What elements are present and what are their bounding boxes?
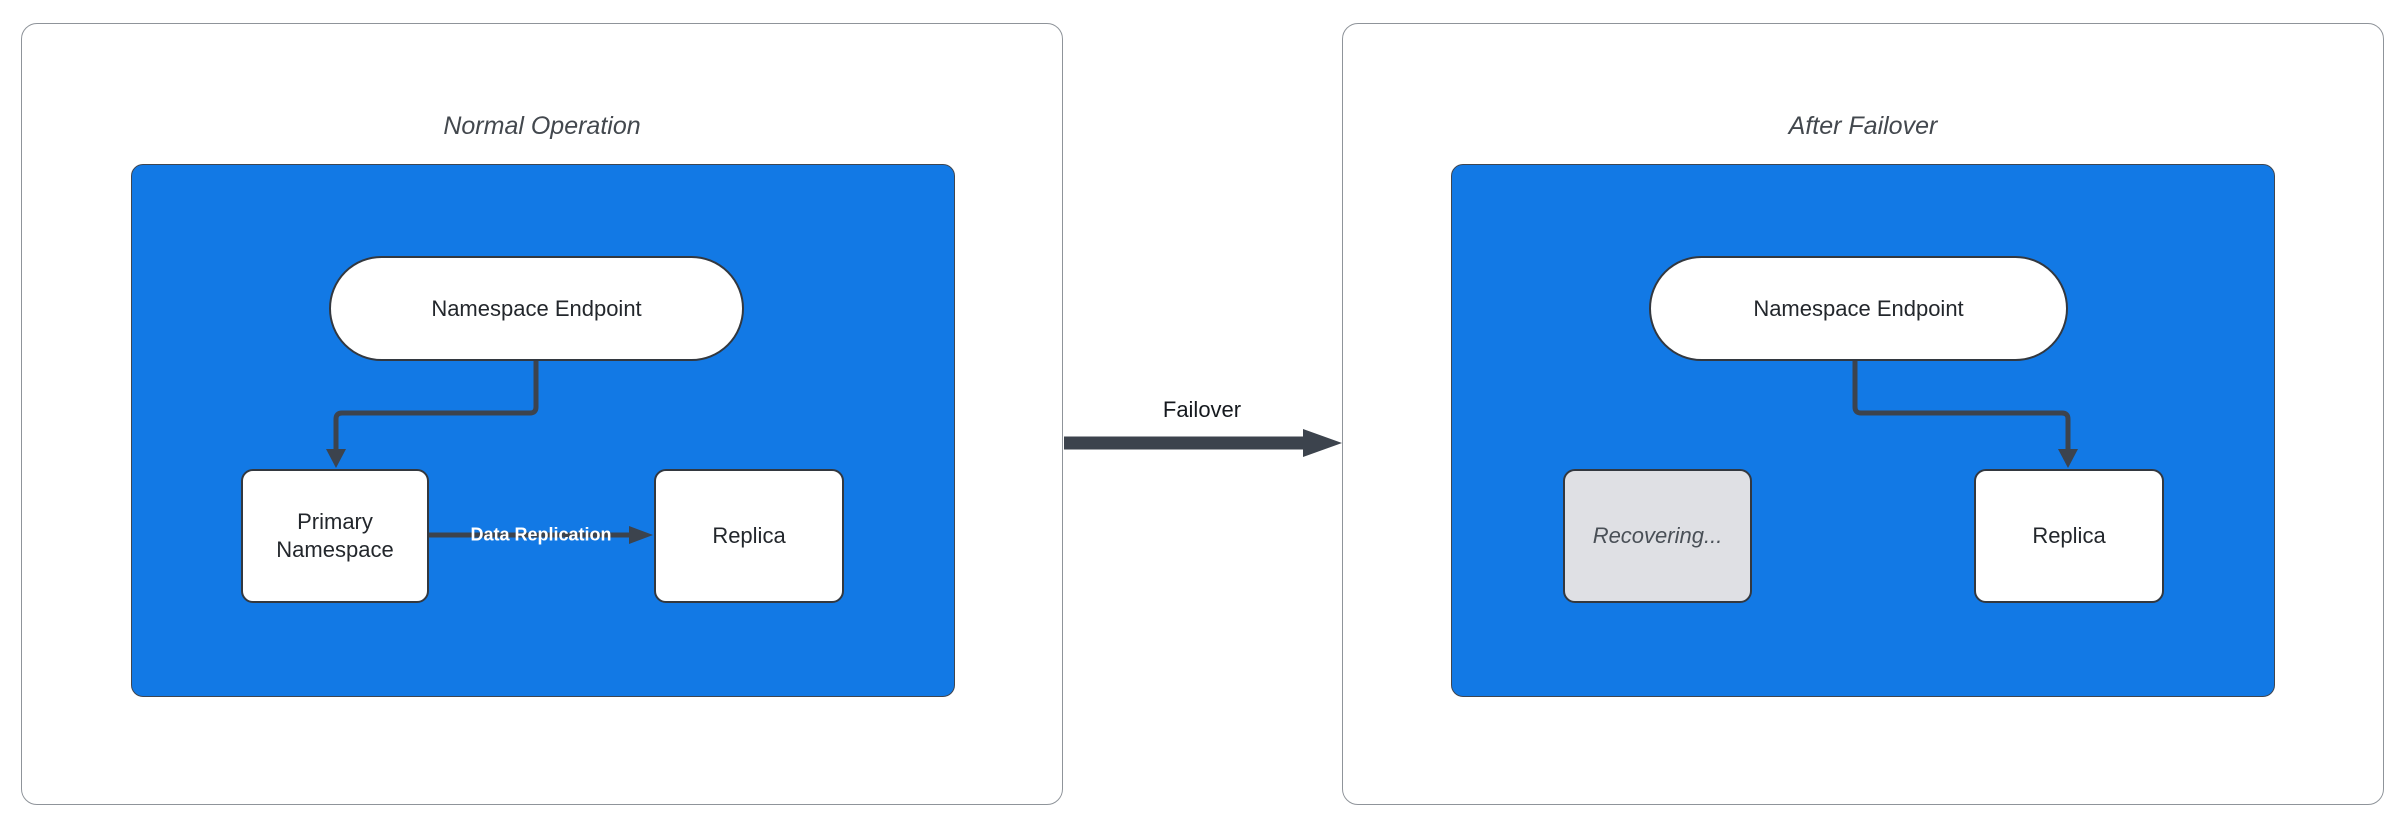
cluster-normal-operation <box>131 164 955 697</box>
node-replica-right: Replica <box>1974 469 2164 603</box>
node-namespace-endpoint-right: Namespace Endpoint <box>1649 256 2068 361</box>
node-label: Namespace Endpoint <box>1753 295 1964 321</box>
node-label: Namespace Endpoint <box>431 295 642 321</box>
node-recovering: Recovering... <box>1563 469 1752 603</box>
panel-title-after-failover: After Failover <box>1788 112 1938 140</box>
node-label: Primary Namespace <box>276 509 394 562</box>
node-label: Replica <box>2032 523 2106 548</box>
node-replica-left: Replica <box>654 469 844 603</box>
panel-title-normal-operation: Normal Operation <box>443 112 641 140</box>
cluster-after-failover <box>1451 164 2275 697</box>
node-label: Replica <box>712 523 786 548</box>
node-primary-namespace: Primary Namespace <box>241 469 429 603</box>
node-namespace-endpoint-left: Namespace Endpoint <box>329 256 744 361</box>
edge-label-data-replication: Data Replication <box>470 524 612 545</box>
edge-label-failover: Failover <box>1162 397 1242 422</box>
arrowhead-failover <box>1303 429 1342 457</box>
panel-after-failover: After Failover Namespace Endpoint Recove… <box>1342 23 2384 805</box>
node-label: Recovering... <box>1592 523 1723 548</box>
panel-normal-operation: Normal Operation Namespace Endpoint Prim… <box>21 23 1063 805</box>
